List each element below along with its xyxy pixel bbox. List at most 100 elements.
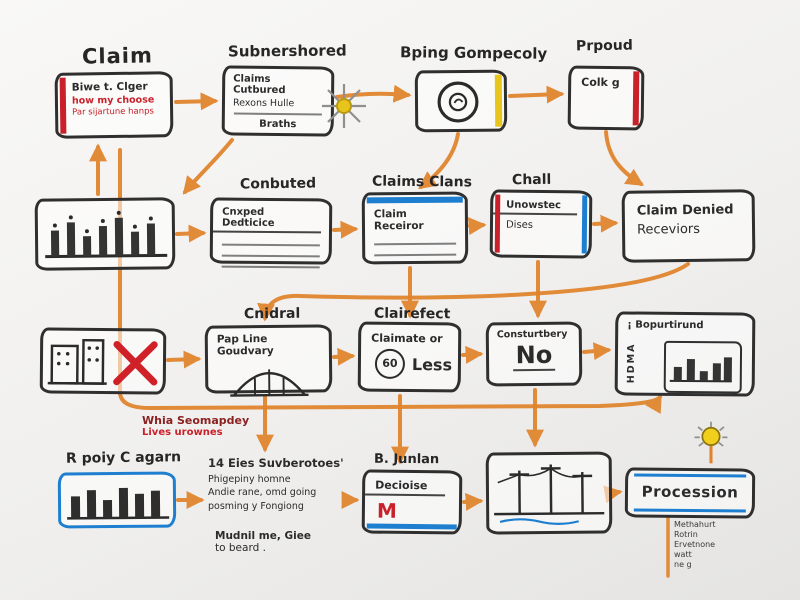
ruled-line	[374, 233, 457, 246]
building-sketch	[47, 338, 158, 386]
proposed-line1: Colk g	[581, 75, 620, 90]
arrow-constraint-to-report	[582, 342, 612, 361]
notes-footer: Mudnil me, Giee to beard .	[215, 530, 311, 554]
clairefect-line1: Claimate or	[371, 331, 443, 346]
arch-doodle	[230, 369, 309, 397]
node-decision: Decioise M	[361, 469, 463, 535]
blue-stripe	[366, 523, 457, 530]
decision-mark: M	[376, 498, 397, 523]
submitted-line3: Braths	[259, 118, 297, 131]
notes-block: 14 Eies Suvberotoes' Phigepiny homne And…	[208, 456, 350, 513]
notes-line3: posming y Fongiong	[208, 500, 304, 512]
circled-value: 60	[374, 348, 406, 379]
heading-computed: Conbuted	[239, 175, 317, 193]
procession-note5: ne g	[674, 560, 692, 569]
computed-line1: Cnxped Dedticice	[212, 200, 322, 234]
procession-note4: watt	[674, 550, 692, 559]
report-title: ¡ Bopurtirund	[627, 319, 704, 332]
policy-bar-chart-sketch	[67, 487, 170, 520]
heading-cnidral: Cnidral	[243, 305, 301, 323]
node-city-powerlines	[485, 451, 613, 535]
claim-line2: how my choose	[71, 94, 155, 107]
red-stripe	[632, 71, 640, 126]
arrow-denied-sweep-to-payline	[257, 262, 690, 322]
constraint-value: No	[515, 340, 553, 370]
arrow-chart-to-computed	[175, 224, 207, 243]
node-claim-denied: Claim Denied Receviors	[621, 189, 756, 263]
red-stripe	[59, 77, 67, 134]
heading-proposed: Prpoud	[575, 37, 633, 55]
chall-line2: Dises	[505, 219, 534, 231]
star-burst-icon	[322, 84, 366, 128]
procession-note2: Rotrin	[674, 530, 698, 539]
node-bar-chart	[34, 197, 176, 271]
heading-policy: R poiy C agarn	[65, 449, 182, 467]
heading-claims-clans: Claims Clans	[371, 173, 473, 191]
notes-line2: Andie rane, omd going	[208, 487, 317, 499]
heading-chall: Chall	[511, 171, 552, 189]
chall-line1: Unowstec	[493, 192, 578, 216]
submitted-line1: Claims Cutbured	[233, 73, 286, 97]
yellow-stripe	[494, 74, 503, 127]
arrow-company-to-proposed	[508, 85, 565, 104]
arrow-proposed-to-denied	[604, 130, 645, 186]
arrow-chall-to-denied	[592, 214, 619, 233]
procession-note3: Ervetnone	[674, 540, 716, 549]
node-claim-receiver: Claim Receiror	[361, 191, 469, 265]
decision-line1: Decioise	[365, 472, 446, 497]
node-policy-chart	[57, 471, 177, 529]
powerlines-sketch	[494, 464, 605, 525]
node-proposed: Colk g	[567, 65, 645, 131]
arrow-decision-to-city	[462, 492, 484, 511]
node-procession: Procession	[624, 467, 756, 519]
notes-line1: Phigepiny homne	[208, 474, 291, 485]
heading-submitted: Subnershored	[227, 41, 347, 61]
node-computed-deductible: Cnxped Dedticice	[209, 197, 333, 269]
mid-note-line2: Lives urownes	[142, 427, 223, 438]
heading-company: Bping Gompecoly	[399, 43, 548, 63]
claim-line1: Biwe t. Clger	[71, 80, 148, 94]
submitted-line2: Rexons Hulle	[232, 97, 295, 110]
blue-scribble	[499, 518, 580, 525]
arrow-company-to-receiver	[418, 132, 460, 190]
ruled-line	[221, 234, 320, 247]
procession-notes: Methahurt Rotrin Ervetnone watt ne g	[674, 520, 716, 570]
node-claimate-or-less: Claimate or 60 Less	[357, 321, 462, 393]
arrow-payline-to-claimate	[332, 347, 356, 366]
mid-red-note: Whia Seomapdey Lives urownes	[142, 414, 249, 438]
red-x-mark	[113, 340, 158, 386]
arrow-left-bottom-sweep-to-report	[118, 148, 662, 414]
cnidral-line1: Pap Line Goudvary	[216, 333, 274, 358]
arrow-claim-to-submitted	[174, 92, 219, 111]
ruled-line	[374, 244, 457, 257]
red-stripe	[494, 194, 501, 253]
denied-line1: Claim Denied	[636, 202, 734, 219]
heading-decision: B. Junlan	[373, 451, 440, 468]
claim-line3: Par sijartune hanps	[72, 106, 155, 118]
ruled-line	[221, 245, 320, 258]
mini-chart-frame	[663, 340, 743, 394]
notes-foot2: to beard .	[215, 542, 266, 554]
node-report: ¡ Bopurtirund HDMA	[614, 311, 756, 397]
clairefect-line2: Less	[411, 354, 453, 374]
notes-title: 14 Eies Suvberotoes'	[208, 456, 344, 470]
arrow-claimate-to-constraint	[461, 345, 484, 364]
blue-stripe	[366, 196, 463, 204]
arrow-city-to-procession	[603, 485, 623, 504]
bar-chart-sketch	[45, 210, 168, 259]
node-company-seal	[414, 69, 508, 133]
arrow-building-to-payline	[166, 350, 202, 369]
blue-accent-bottom	[633, 508, 746, 513]
notes-foot1: Mudnil me, Giee	[215, 530, 311, 542]
seal-circle-sketch	[437, 81, 479, 123]
denied-line2: Receviors	[636, 221, 701, 238]
arrow-receiver-to-chall	[467, 217, 487, 236]
divider	[233, 108, 322, 116]
procession-note1: Methahurt	[674, 520, 716, 529]
node-pay-line-boundary: Pap Line Goudvary	[204, 324, 333, 397]
node-constraint-no: Consturtbery No	[485, 321, 583, 387]
constraint-title: Consturtbery	[496, 328, 568, 341]
heading-clairefect: Clairefect	[373, 305, 451, 323]
